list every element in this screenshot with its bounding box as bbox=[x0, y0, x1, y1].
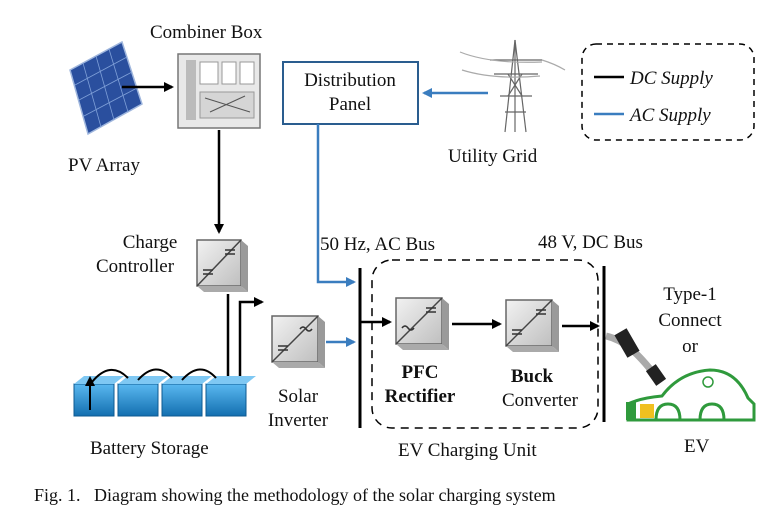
ev-charging-unit-box bbox=[371, 259, 599, 429]
solar-inverter-line2: Inverter bbox=[268, 410, 329, 431]
ev-charging-unit-label: EV Charging Unit bbox=[398, 440, 537, 461]
panel-to-acbus-line bbox=[316, 124, 356, 287]
pfc-rectifier-icon bbox=[395, 297, 449, 350]
utility-grid-label: Utility Grid bbox=[448, 146, 538, 167]
distribution-panel-box: Distribution Panel bbox=[282, 61, 419, 125]
ev-label: EV bbox=[684, 436, 710, 457]
ac-bus-label: 50 Hz, AC Bus bbox=[320, 234, 435, 255]
pv-array-label: PV Array bbox=[68, 155, 140, 176]
dc-bus-label: 48 V, DC Bus bbox=[538, 232, 643, 253]
solar-inverter-line1: Solar bbox=[278, 386, 319, 407]
pfc-rectifier-line2: Rectifier bbox=[385, 386, 456, 407]
charge-controller-line2: Controller bbox=[96, 256, 175, 277]
charge-controller-line1: Charge bbox=[123, 232, 178, 253]
connector-line1: Type-1 bbox=[663, 284, 717, 305]
combiner-box-icon bbox=[177, 53, 261, 129]
combiner-box-label: Combiner Box bbox=[150, 22, 263, 43]
charge-controller-icon bbox=[196, 239, 248, 292]
charging-connector-icon bbox=[605, 328, 667, 386]
battery-storage-icon bbox=[73, 368, 256, 417]
legend-ac-label: AC Supply bbox=[628, 105, 711, 126]
legend-dc-label: DC Supply bbox=[629, 68, 713, 89]
solar-inverter-icon bbox=[271, 315, 325, 368]
pv-array-icon bbox=[69, 40, 143, 136]
battery-to-inverter-line bbox=[238, 297, 264, 396]
buck-converter-line1: Buck bbox=[511, 366, 554, 387]
figure-caption: Fig. 1. Diagram showing the methodology … bbox=[34, 485, 556, 505]
buck-converter-line2: Converter bbox=[502, 390, 579, 411]
ev-icon bbox=[626, 368, 756, 422]
distribution-panel-line2: Panel bbox=[329, 94, 371, 115]
battery-storage-label: Battery Storage bbox=[90, 438, 209, 459]
connector-line2: Connect bbox=[658, 310, 722, 331]
pfc-rectifier-line1: PFC bbox=[402, 362, 439, 383]
utility-grid-icon bbox=[459, 39, 566, 133]
legend: DC Supply AC Supply bbox=[581, 43, 755, 141]
connector-line3: or bbox=[682, 336, 699, 357]
buck-converter-icon bbox=[505, 299, 559, 352]
distribution-panel-line1: Distribution bbox=[304, 70, 396, 91]
